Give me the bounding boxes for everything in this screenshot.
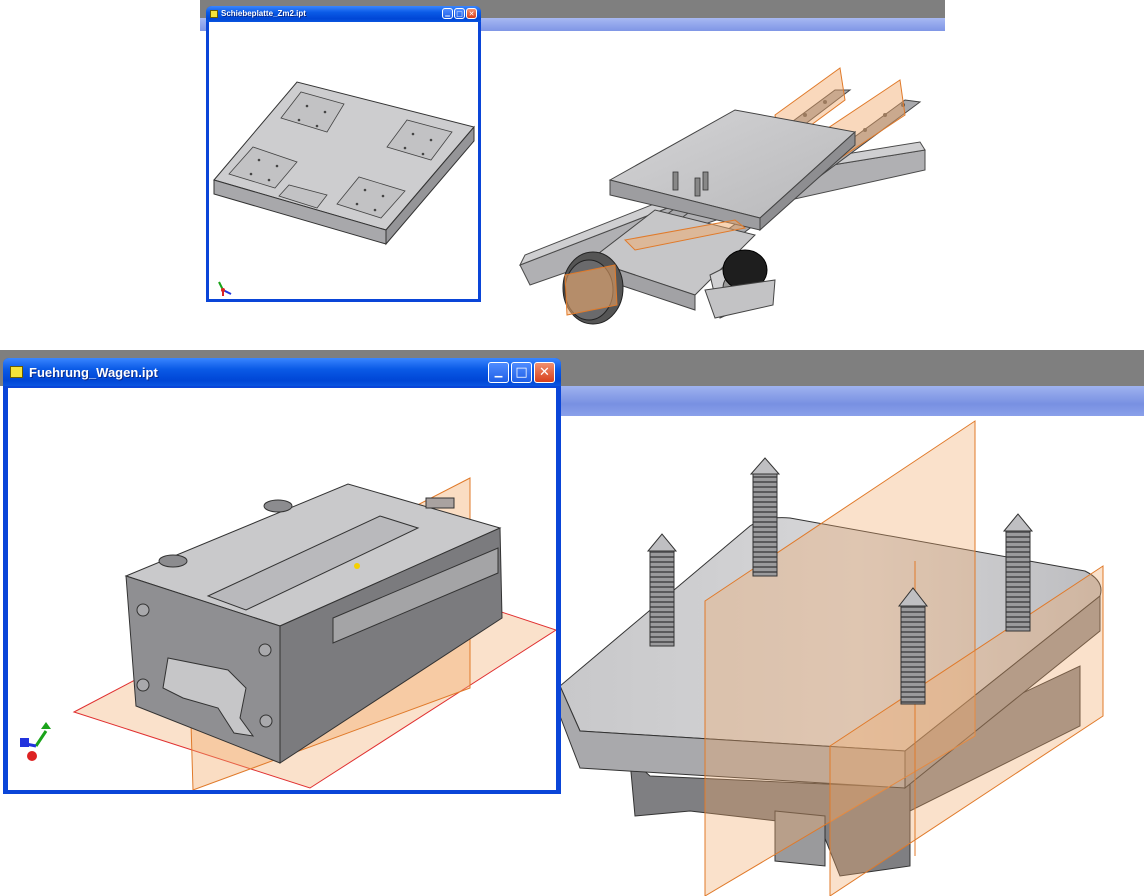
- model-viewport[interactable]: [8, 388, 558, 791]
- document-icon: [10, 366, 23, 378]
- maximize-icon[interactable]: □: [454, 8, 465, 19]
- work-plane-vertical: [704, 420, 976, 896]
- part-window-fuehrung-wagen[interactable]: Fuehrung_Wagen.ipt ▁ □ ✕: [3, 358, 561, 794]
- close-icon[interactable]: ✕: [466, 8, 477, 19]
- window-titlebar[interactable]: Fuehrung_Wagen.ipt ▁ □ ✕: [3, 358, 561, 386]
- coordinate-axes-icon: [218, 281, 232, 296]
- assembly-view-bottom[interactable]: [560, 416, 1144, 896]
- window-titlebar[interactable]: Schiebeplatte_Zm2.ipt ▁ □ ✕: [206, 6, 481, 22]
- minimize-icon[interactable]: ▁: [488, 362, 509, 383]
- pocket: [280, 91, 345, 133]
- carriage-body: [594, 725, 911, 877]
- coordinate-axes-icon: [20, 722, 51, 761]
- app-mdi-strip-bottom: [560, 386, 1144, 416]
- window-title: Fuehrung_Wagen.ipt: [29, 365, 158, 380]
- threaded-pin: [646, 533, 678, 647]
- window-title: Schiebeplatte_Zm2.ipt: [221, 9, 306, 18]
- part-window-schiebeplatte[interactable]: Schiebeplatte_Zm2.ipt ▁ □ ✕: [206, 6, 481, 302]
- assembly-view-top[interactable]: [505, 60, 945, 335]
- minimize-icon[interactable]: ▁: [442, 8, 453, 19]
- close-icon[interactable]: ✕: [534, 362, 555, 383]
- model-viewport[interactable]: [209, 22, 478, 299]
- document-icon: [210, 10, 218, 18]
- maximize-icon[interactable]: □: [511, 362, 532, 383]
